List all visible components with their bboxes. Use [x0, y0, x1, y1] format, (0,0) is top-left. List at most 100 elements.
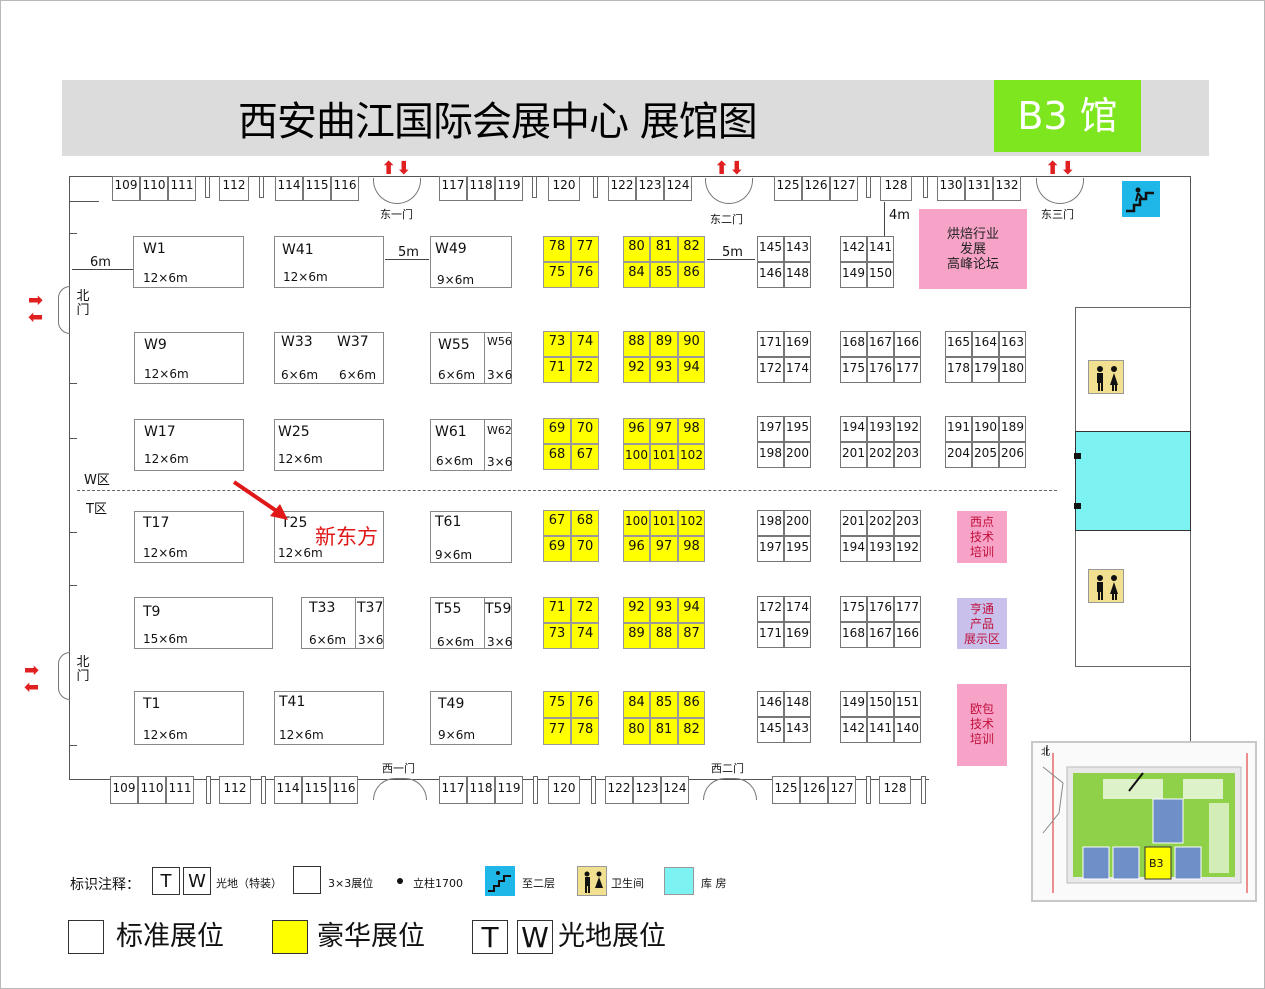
- deluxe-booth[interactable]: 82: [678, 718, 705, 745]
- deluxe-booth[interactable]: 67: [571, 444, 599, 470]
- standard-booth[interactable]: 141: [867, 717, 894, 743]
- perimeter-booth[interactable]: 123: [633, 776, 661, 804]
- standard-booth[interactable]: 192: [894, 416, 921, 442]
- deluxe-booth[interactable]: 80: [623, 236, 650, 262]
- standard-booth[interactable]: 167: [867, 331, 894, 357]
- perimeter-booth[interactable]: 128: [880, 176, 912, 201]
- deluxe-booth[interactable]: 88: [623, 331, 650, 357]
- standard-booth[interactable]: 192: [894, 536, 921, 562]
- standard-booth[interactable]: 143: [784, 717, 811, 743]
- deluxe-booth[interactable]: 89: [623, 623, 650, 649]
- booth-T1[interactable]: [134, 691, 244, 745]
- standard-booth[interactable]: 146: [757, 262, 784, 288]
- deluxe-booth[interactable]: 86: [678, 262, 705, 288]
- deluxe-booth[interactable]: 101: [650, 510, 678, 536]
- deluxe-booth[interactable]: 98: [678, 536, 705, 562]
- deluxe-booth[interactable]: 92: [623, 597, 650, 623]
- deluxe-booth[interactable]: 74: [571, 331, 599, 357]
- booth-W41[interactable]: [274, 236, 384, 288]
- booth-T33-T37[interactable]: [301, 597, 384, 649]
- deluxe-booth[interactable]: 88: [650, 623, 678, 649]
- deluxe-booth[interactable]: 82: [678, 236, 705, 262]
- perimeter-booth[interactable]: 128: [879, 776, 911, 804]
- booth-T25[interactable]: [274, 511, 384, 563]
- perimeter-booth[interactable]: 126: [802, 176, 830, 201]
- perimeter-booth[interactable]: 116: [331, 176, 359, 201]
- standard-booth[interactable]: 142: [840, 236, 867, 262]
- deluxe-booth[interactable]: 72: [571, 597, 599, 623]
- standard-booth[interactable]: 175: [840, 357, 867, 383]
- standard-booth[interactable]: 151: [894, 691, 921, 717]
- deluxe-booth[interactable]: 85: [650, 262, 678, 288]
- deluxe-booth[interactable]: 98: [678, 418, 705, 444]
- perimeter-booth[interactable]: 127: [830, 176, 858, 201]
- deluxe-booth[interactable]: 76: [571, 262, 599, 288]
- deluxe-booth[interactable]: 78: [543, 236, 571, 262]
- standard-booth[interactable]: 194: [840, 416, 867, 442]
- perimeter-booth[interactable]: 130: [937, 176, 965, 201]
- deluxe-booth[interactable]: 84: [623, 691, 650, 718]
- deluxe-booth[interactable]: 96: [623, 536, 650, 562]
- deluxe-booth[interactable]: 87: [678, 623, 705, 649]
- deluxe-booth[interactable]: 96: [623, 418, 650, 444]
- deluxe-booth[interactable]: 92: [623, 357, 650, 383]
- standard-booth[interactable]: 200: [784, 442, 811, 468]
- forum-area[interactable]: 烘焙行业 发展 高峰论坛: [919, 209, 1027, 289]
- deluxe-booth[interactable]: 85: [650, 691, 678, 718]
- standard-booth[interactable]: 190: [972, 416, 999, 442]
- standard-booth[interactable]: 200: [784, 510, 811, 536]
- standard-booth[interactable]: 146: [757, 691, 784, 717]
- standard-booth[interactable]: 169: [784, 622, 811, 648]
- euro-bread-training-area[interactable]: 欧包 技术 培训: [957, 684, 1007, 766]
- deluxe-booth[interactable]: 73: [543, 623, 571, 649]
- deluxe-booth[interactable]: 86: [678, 691, 705, 718]
- perimeter-booth[interactable]: 111: [168, 176, 196, 201]
- standard-booth[interactable]: 145: [757, 717, 784, 743]
- standard-booth[interactable]: 149: [840, 262, 867, 288]
- perimeter-booth[interactable]: 132: [993, 176, 1021, 201]
- standard-booth[interactable]: 174: [784, 596, 811, 622]
- standard-booth[interactable]: 176: [867, 596, 894, 622]
- deluxe-booth[interactable]: 71: [543, 357, 571, 383]
- perimeter-booth[interactable]: 114: [274, 776, 302, 804]
- standard-booth[interactable]: 191: [945, 416, 972, 442]
- deluxe-booth[interactable]: 102: [678, 444, 705, 470]
- booth-T61[interactable]: [430, 511, 512, 563]
- deluxe-booth[interactable]: 100: [623, 444, 650, 470]
- deluxe-booth[interactable]: 94: [678, 597, 705, 623]
- standard-booth[interactable]: 171: [757, 331, 784, 357]
- perimeter-booth[interactable]: 126: [800, 776, 828, 804]
- deluxe-booth[interactable]: 80: [623, 718, 650, 745]
- deluxe-booth[interactable]: 77: [571, 236, 599, 262]
- deluxe-booth[interactable]: 74: [571, 623, 599, 649]
- deluxe-booth[interactable]: 89: [650, 331, 678, 357]
- standard-booth[interactable]: 175: [840, 596, 867, 622]
- deluxe-booth[interactable]: 71: [543, 597, 571, 623]
- deluxe-booth[interactable]: 75: [543, 262, 571, 288]
- standard-booth[interactable]: 172: [757, 596, 784, 622]
- booth-T17[interactable]: [134, 511, 244, 563]
- standard-booth[interactable]: 165: [945, 331, 972, 357]
- standard-booth[interactable]: 150: [867, 691, 894, 717]
- perimeter-booth[interactable]: 127: [828, 776, 856, 804]
- deluxe-booth[interactable]: 101: [650, 444, 678, 470]
- perimeter-booth[interactable]: 109: [112, 176, 140, 201]
- perimeter-booth[interactable]: 122: [608, 176, 636, 201]
- booth-W9[interactable]: [134, 332, 244, 384]
- deluxe-booth[interactable]: 75: [543, 691, 571, 718]
- perimeter-booth[interactable]: 111: [166, 776, 194, 804]
- deluxe-booth[interactable]: 77: [543, 718, 571, 745]
- standard-booth[interactable]: 203: [894, 510, 921, 536]
- perimeter-booth[interactable]: 117: [439, 176, 467, 201]
- perimeter-booth[interactable]: 119: [495, 776, 523, 804]
- standard-booth[interactable]: 171: [757, 622, 784, 648]
- standard-booth[interactable]: 202: [867, 442, 894, 468]
- perimeter-booth[interactable]: 131: [965, 176, 993, 201]
- standard-booth[interactable]: 202: [867, 510, 894, 536]
- standard-booth[interactable]: 150: [867, 262, 894, 288]
- deluxe-booth[interactable]: 70: [571, 536, 599, 562]
- deluxe-booth[interactable]: 72: [571, 357, 599, 383]
- standard-booth[interactable]: 203: [894, 442, 921, 468]
- perimeter-booth[interactable]: 115: [302, 776, 330, 804]
- deluxe-booth[interactable]: 84: [623, 262, 650, 288]
